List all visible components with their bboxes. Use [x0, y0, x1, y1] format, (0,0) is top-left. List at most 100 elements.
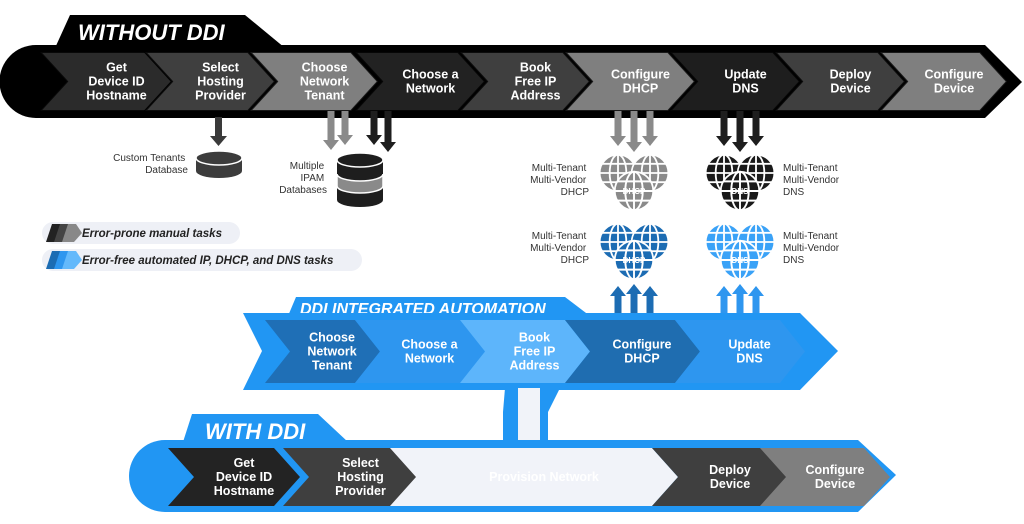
chevron-shape — [675, 320, 805, 383]
arrow-up-icon — [610, 286, 626, 320]
dhcp-arrows-up — [610, 284, 658, 320]
custom-db-arrow — [210, 117, 227, 146]
dns-arrows-down — [716, 111, 764, 152]
dhcp-globes-manual-icon: DHCP — [598, 153, 670, 212]
legend-manual-label: Error-prone manual tasks — [82, 228, 222, 240]
arrow-down-icon — [642, 111, 658, 146]
arrow-down-icon — [716, 111, 732, 146]
arrow-down-icon — [337, 111, 353, 145]
chevron-shape — [168, 448, 300, 506]
legend-automated: Error-free automated IP, DHCP, and DNS t… — [42, 249, 362, 271]
chevron-shape — [390, 448, 678, 506]
chevron-shape — [652, 448, 788, 506]
arrow-up-icon — [642, 286, 658, 320]
without-ddi-title: WITHOUT DDI — [78, 20, 226, 45]
chevron-shape — [760, 448, 890, 506]
dhcp-manual-label: Multi-Tenant Multi-Vendor DHCP — [530, 163, 589, 198]
arrow-up-icon — [716, 286, 732, 320]
chevron-shape — [457, 51, 592, 112]
arrow-down-icon — [748, 111, 764, 146]
dns-arrows-up — [716, 284, 764, 320]
chevron-shape — [565, 320, 700, 383]
with-ddi-title: WITH DDI — [205, 419, 306, 444]
chevron-shape — [247, 51, 380, 112]
chevron-shape — [355, 320, 485, 383]
legend-manual: Error-prone manual tasks — [42, 222, 240, 244]
dns-globe-text-automated: DNS — [732, 256, 750, 265]
chevron-shape — [283, 448, 418, 506]
without-ddi-tab — [55, 15, 285, 48]
arrow-down-icon — [380, 111, 396, 152]
legend: Error-prone manual tasks Error-free auto… — [42, 222, 362, 271]
chevron-shape — [460, 320, 590, 383]
arrow-down-icon — [626, 111, 642, 152]
legend-automated-label: Error-free automated IP, DHCP, and DNS t… — [82, 255, 333, 267]
dhcp-globe-text-automated: DHCP — [623, 256, 646, 265]
chevron-shape — [265, 320, 380, 383]
dns-manual-label: Multi-Tenant Multi-Vendor DNS — [783, 163, 842, 198]
chevron-shape — [772, 51, 907, 112]
dns-globe-text: DNS — [732, 187, 750, 196]
dns-globes-manual-icon: DNS — [704, 153, 776, 212]
arrow-up-icon — [626, 284, 642, 320]
custom-tenants-database-icon — [195, 150, 243, 178]
custom-db-label: Custom Tenants Database — [113, 153, 188, 176]
step-label: Provision Network — [489, 470, 599, 484]
with-ddi-tab — [183, 414, 348, 442]
ipam-label: Multiple IPAM Databases — [279, 161, 327, 196]
chevron-shape — [142, 51, 277, 112]
dhcp-automated-label: Multi-Tenant Multi-Vendor DHCP — [530, 231, 589, 266]
ddi-automation-tab — [288, 297, 590, 316]
dhcp-globe-text: DHCP — [623, 187, 646, 196]
ipam-arrows — [323, 111, 396, 152]
arrow-down-icon — [366, 111, 382, 145]
dns-globes-automated-icon: DNS — [704, 222, 776, 281]
arrow-down-icon — [732, 111, 748, 152]
chevron-shape — [562, 51, 697, 112]
arrow-down-icon — [610, 111, 626, 146]
with-ddi-step: Provision Network — [390, 448, 678, 506]
chevron-shape — [667, 51, 802, 112]
arrow-down-icon — [323, 111, 339, 150]
dns-automated-label: Multi-Tenant Multi-Vendor DNS — [783, 231, 842, 266]
arrow-up-icon — [748, 286, 764, 320]
dhcp-globes-automated-icon: DHCP — [598, 222, 670, 281]
dhcp-arrows-down — [610, 111, 658, 152]
provision-connector — [503, 388, 560, 454]
